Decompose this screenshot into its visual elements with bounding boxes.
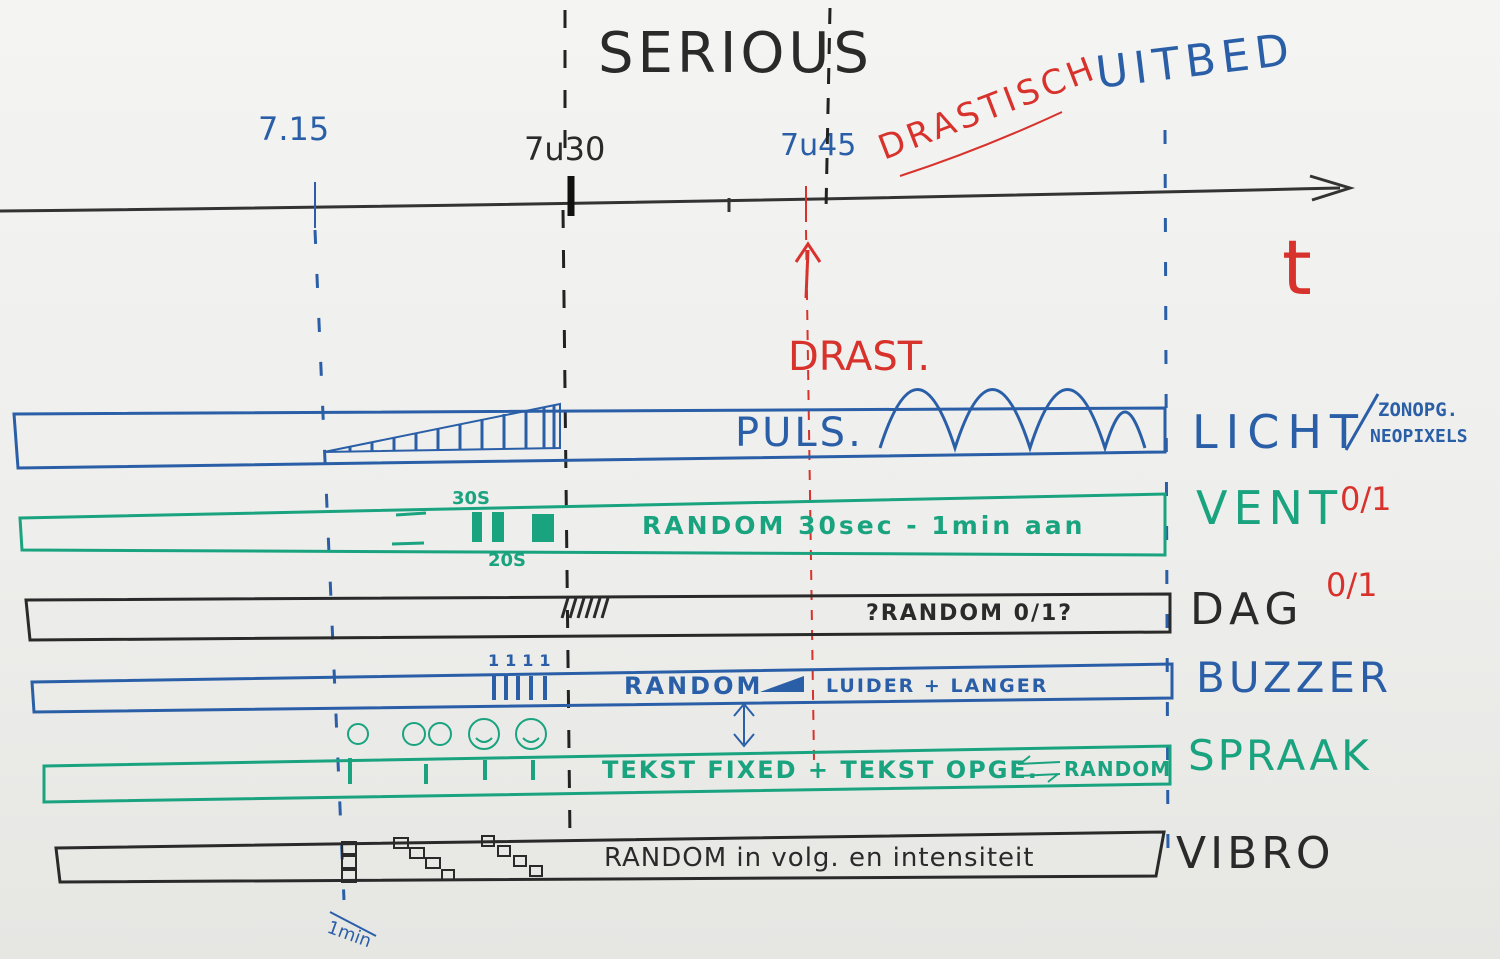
guide-start [313,229,346,901]
licht-sublabel-2: NEOPIXELS [1370,426,1468,447]
licht-wave-icon [878,388,1147,453]
guide-serious [561,10,572,841]
buzzer-text-1: RANDOM [624,672,763,700]
licht-bar [12,406,1167,470]
vent-mark-1 [395,511,427,517]
spraak-face-icons [347,718,547,750]
spraak-label: SPRAAK [1188,731,1372,780]
buzzer-beep-marks [492,676,547,700]
licht-text: PULS. [735,410,864,456]
vent-mode: 0/1 [1340,480,1392,518]
licht-slash [1344,393,1380,451]
heading-uitbed: UITBED [1093,24,1298,99]
vent-burst-3 [532,514,554,542]
spraak-text-2: RANDOM [1064,757,1171,781]
licht-sublabel-1: ZONOPG. [1378,399,1458,421]
licht-label: LICHT [1192,405,1366,459]
vent-mark-2 [391,541,425,546]
vibro-text: RANDOM in volg. en intensiteit [604,843,1034,873]
spraak-marks [348,758,535,784]
link-arrow-icon [733,702,755,748]
dag-hatching [560,597,610,619]
guide-serious-right [824,7,832,211]
vibro-note-line [329,911,377,937]
dag-bar [24,592,1172,642]
spraak-text-1: TEKST FIXED + TEKST OPGE. [602,756,1039,784]
vent-burst-1 [472,512,482,542]
vent-label: VENT [1196,481,1343,535]
vent-text: RANDOM 30sec - 1min aan [642,511,1085,540]
dag-text: ?RANDOM 0/1? [866,601,1073,626]
time-start-label: 7.15 [258,110,329,148]
buzzer-ramp-icon [760,676,804,692]
licht-ramp-hatching [348,405,556,452]
buzzer-label: BUZZER [1196,653,1392,702]
drastisch-underline [899,111,1063,177]
vibro-pattern [341,835,543,883]
vent-bar [18,492,1167,557]
vent-burst-label-2: 20S [488,550,526,571]
title-serious: SERIOUS [598,21,873,86]
spraak-bar [42,744,1172,804]
licht-ramp [323,402,561,453]
time-drastic-label: 7u45 [780,128,856,163]
time-axis [0,186,1341,213]
heading-drastisch: DRASTISCH [873,48,1103,168]
time-axis-arrowhead [1309,174,1356,202]
buzzer-text-2: LUIDER + LANGER [826,675,1048,697]
axis-label-t: t [1282,223,1312,312]
dag-mode: 0/1 [1326,566,1378,604]
vent-burst-2 [492,512,504,542]
drastic-marker-label: DRAST. [788,334,930,380]
buzzer-beeps: 1111 [488,651,557,670]
spraak-swap-icon [1017,755,1061,783]
buzzer-bar [30,662,1174,714]
guide-drastic [805,229,815,761]
drastic-arrow-icon [794,241,822,299]
dag-label: DAG [1190,584,1305,635]
vibro-bar [54,830,1166,884]
vibro-label: VIBRO [1176,828,1334,879]
vent-burst-label-1: 30S [452,488,490,509]
